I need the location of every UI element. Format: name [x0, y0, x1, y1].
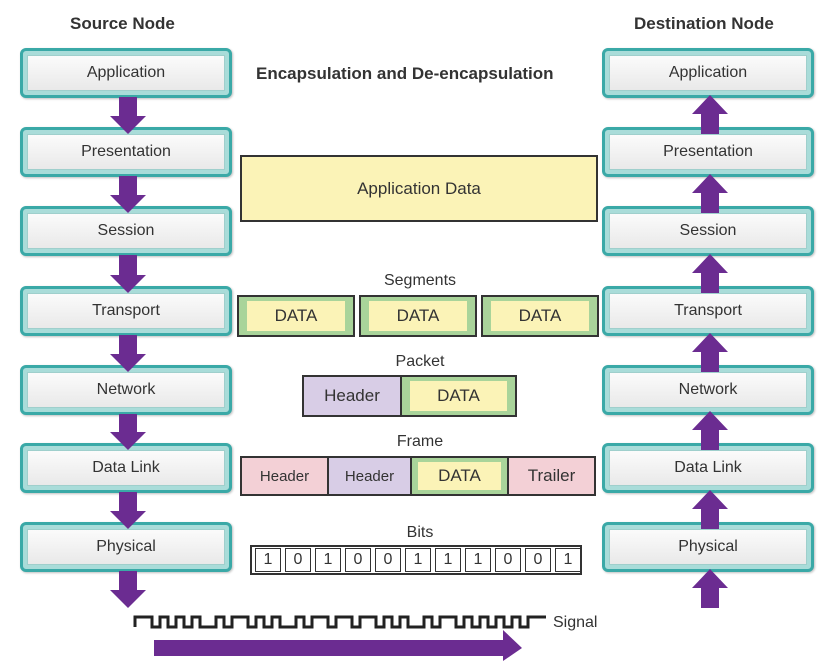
- application-data-box: Application Data: [240, 155, 598, 222]
- bit-7: 1: [435, 548, 461, 572]
- up-arrow-icon: [692, 174, 728, 213]
- up-arrow-icon: [692, 411, 728, 450]
- segment-3-data: DATA: [491, 301, 589, 331]
- source-layer-presentation: Presentation: [20, 127, 232, 177]
- bits-frame: [250, 545, 582, 575]
- up-arrow-icon: [692, 95, 728, 134]
- down-arrow-icon: [110, 492, 146, 529]
- down-arrow-icon: [110, 176, 146, 213]
- up-arrow-icon: [692, 254, 728, 293]
- bit-10: 0: [525, 548, 551, 572]
- source-node-title: Source Node: [70, 14, 175, 33]
- down-arrow-icon: [110, 571, 146, 608]
- frame-header-2: Header: [327, 456, 412, 496]
- signal-label: Signal: [553, 614, 598, 631]
- down-arrows: [110, 97, 146, 608]
- down-arrow-icon: [110, 335, 146, 372]
- bits-label: Bits: [406, 524, 434, 541]
- segments-label: Segments: [383, 272, 457, 289]
- right-arrow-icon: [154, 630, 522, 661]
- frame-data: DATA: [410, 456, 509, 496]
- frame-label: Frame: [396, 433, 444, 450]
- destination-node-title: Destination Node: [634, 14, 774, 33]
- up-arrow-icon: [692, 333, 728, 372]
- destination-layer-transport: Transport: [602, 286, 814, 336]
- destination-layer-data-link: Data Link: [602, 443, 814, 493]
- bit-4: 0: [345, 548, 371, 572]
- down-arrow-icon: [110, 414, 146, 450]
- packet-label: Packet: [395, 353, 445, 370]
- application-data-label: Application Data: [357, 178, 481, 198]
- source-layer-application: Application: [20, 48, 232, 98]
- destination-layer-presentation: Presentation: [602, 127, 814, 177]
- frame-trailer: Trailer: [507, 456, 596, 496]
- destination-layer-session: Session: [602, 206, 814, 256]
- up-arrow-icon: [692, 490, 728, 529]
- frame-header-1: Header: [240, 456, 329, 496]
- segment-1-data: DATA: [247, 301, 345, 331]
- bit-3: 1: [315, 548, 341, 572]
- bit-6: 1: [405, 548, 431, 572]
- down-arrow-icon: [110, 255, 146, 293]
- up-arrows: [692, 95, 728, 608]
- diagram-title: Encapsulation and De-encapsulation: [256, 64, 554, 83]
- packet-header: Header: [302, 375, 402, 417]
- segment-2: DATA: [359, 295, 477, 337]
- bit-2: 0: [285, 548, 311, 572]
- packet-data: DATA: [400, 375, 517, 417]
- segment-1: DATA: [237, 295, 355, 337]
- bit-9: 0: [495, 548, 521, 572]
- bit-11: 1: [555, 548, 581, 572]
- down-arrow-icon: [110, 97, 146, 134]
- signal-waveform: [133, 615, 546, 629]
- bit-1: 1: [255, 548, 281, 572]
- segment-3: DATA: [481, 295, 599, 337]
- bit-8: 1: [465, 548, 491, 572]
- destination-layer-application: Application: [602, 48, 814, 98]
- up-arrow-icon: [692, 569, 728, 608]
- bit-5: 0: [375, 548, 401, 572]
- segment-2-data: DATA: [369, 301, 467, 331]
